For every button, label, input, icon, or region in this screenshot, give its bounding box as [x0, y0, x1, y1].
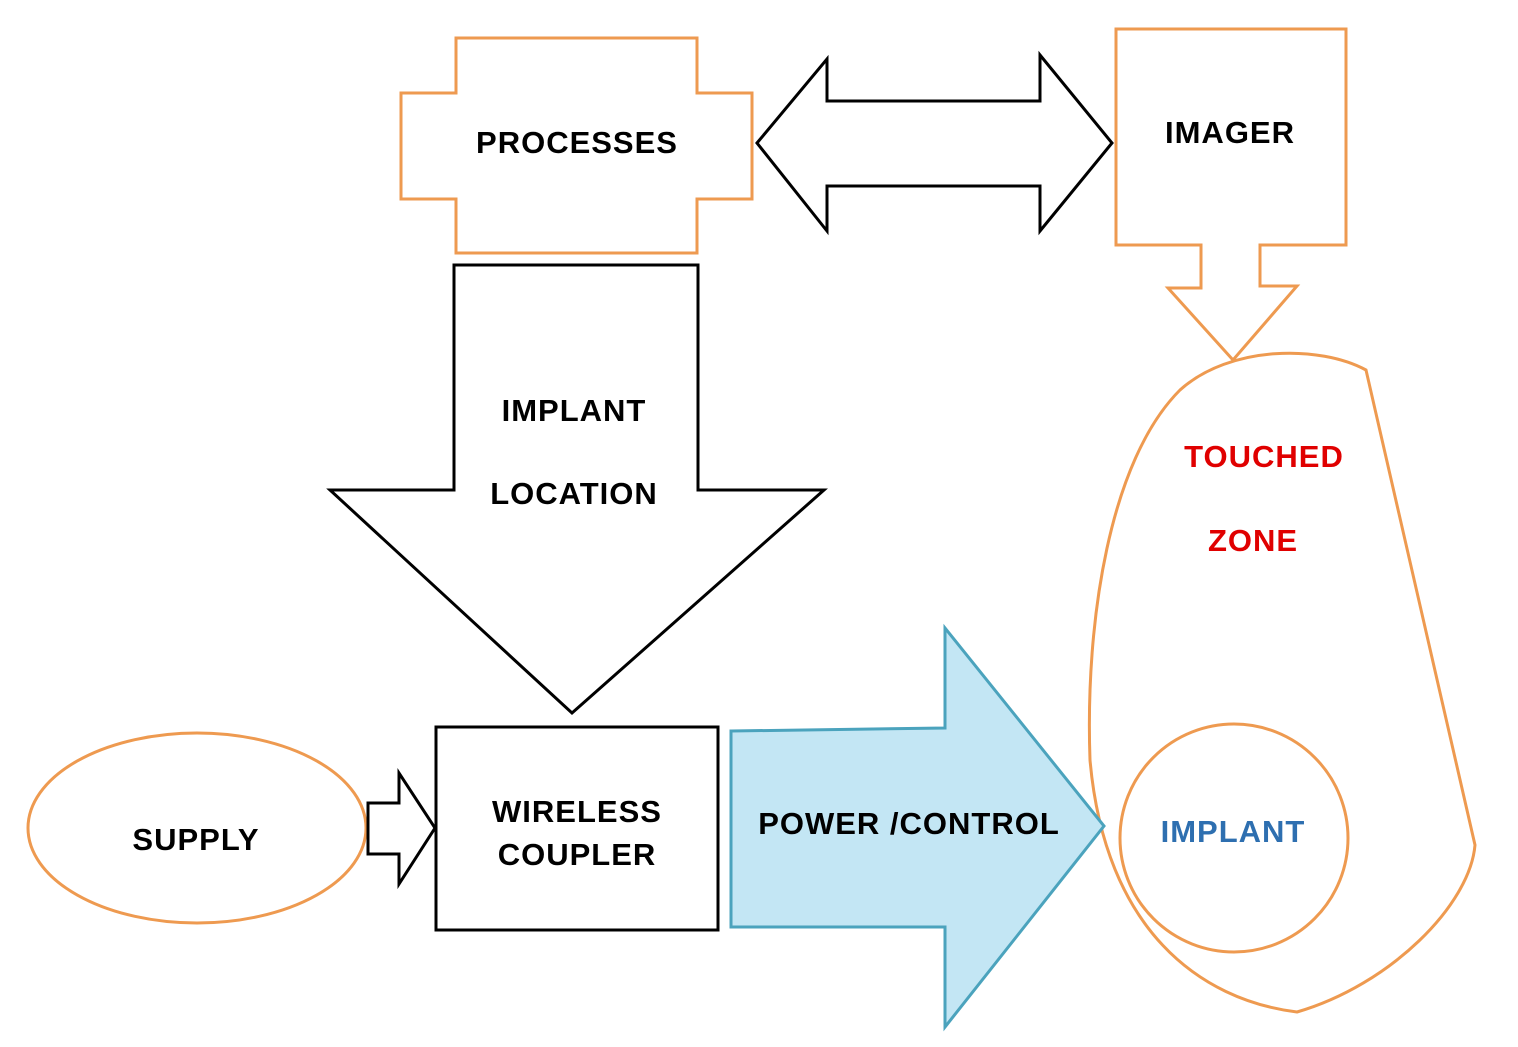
imager-shape: [1114, 27, 1348, 363]
supply-label: SUPPLY: [132, 822, 259, 857]
processes-imager-double-arrow: [755, 50, 1114, 236]
implant-label: IMPLANT: [1161, 814, 1306, 849]
wireless-coupler-label-line1: WIRELESS: [492, 794, 662, 829]
supply-to-coupler-arrow: [366, 767, 437, 890]
imager-label: IMAGER: [1165, 115, 1295, 150]
wireless-coupler-label-line2: COUPLER: [498, 837, 657, 872]
processes-label: PROCESSES: [476, 125, 678, 160]
implant-location-arrow: [326, 263, 828, 716]
implant-location-label-line1: IMPLANT: [502, 393, 647, 428]
touched-zone-label-line1: TOUCHED: [1184, 439, 1344, 474]
implant-circle: [1118, 722, 1350, 954]
supply-ellipse: [26, 731, 368, 925]
implant-location-label-line2: LOCATION: [490, 476, 658, 511]
processes-shape: [399, 36, 754, 255]
touched-zone-label-line2: ZONE: [1208, 523, 1298, 558]
power-control-arrow: [729, 623, 1106, 1032]
power-control-label: POWER /CONTROL: [758, 806, 1060, 841]
wireless-coupler-box: [434, 725, 720, 932]
